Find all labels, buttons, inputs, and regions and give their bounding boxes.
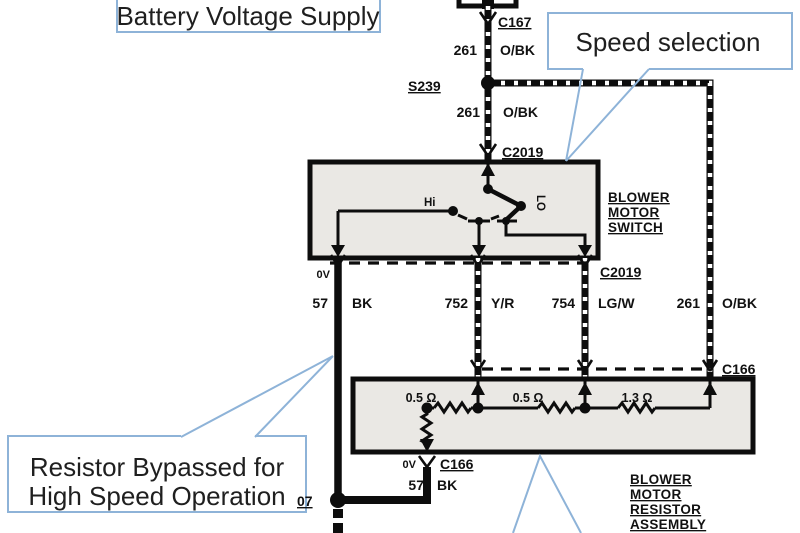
voltage-0v-top: 0V [317,269,331,281]
wire-261-feed [456,0,714,379]
resistor-element-1 [432,400,473,415]
fuse-box-tab [482,0,494,9]
voltage-0v-bottom: 0V [403,459,417,471]
wire-261-right-run-hatch [488,80,713,379]
resistor-name-line1: BLOWER [630,472,692,487]
wire-261-top-num: 261 [454,42,478,58]
battery-callout-text: Battery Voltage Supply [116,1,379,31]
wire-57-color: BK [352,295,372,311]
resistor-name-line4: ASSEMBLY [630,517,706,532]
switch-name-line1: BLOWER [608,190,670,205]
connector-c2019-bottom-label: C2019 [600,264,641,280]
connector-c166-row-symbols [469,359,719,372]
wire-continuation-dash-1 [333,509,343,518]
med-exit-arrow [472,245,486,257]
lo-label: LO [534,195,546,211]
resistor-entry-arrow-752 [471,382,485,395]
med-contact-dot [475,217,483,225]
connector-c166-bottom-label: C166 [440,456,474,472]
wire-754-num: 754 [552,295,576,311]
lo-exit-arrow [578,245,592,257]
wire-261-right-color: O/BK [722,295,757,311]
resistor-value-3: 1.3 Ω [622,391,653,405]
wire-752-num: 752 [445,295,469,311]
entry-arrow-up [481,163,495,176]
connector-c166-bottom-symbol [417,455,437,468]
wire-261-mid-color: O/BK [503,104,538,120]
diagram-labels: C167 261 O/BK S239 261 O/BK C2019 0V C20… [312,14,757,493]
connector-c167-label: C167 [498,14,532,30]
speed-callout-pointer [565,68,650,162]
resistor-entry-arrow-754 [578,382,592,395]
wire-752-color: Y/R [491,295,514,311]
speed-callout-text: Speed selection [575,27,760,57]
wiper-alt-position-dashes [457,213,500,221]
wire-continuation-dash-2 [333,523,343,533]
connector-c2019-top-label: C2019 [502,144,543,160]
connector-c2019-symbol [478,143,498,157]
switch-name-line2: MOTOR [608,205,660,220]
callout-speed-selection: Speed selection [547,12,793,162]
splice-s239-dot [481,76,495,90]
connector-symbols-top [478,11,498,157]
connector-c167-symbol [478,11,498,25]
resistor-element-2 [536,400,577,415]
wire-261-mid-num: 261 [457,104,481,120]
resistor-name-line2: MOTOR [630,487,682,502]
wire-261-top-color: O/BK [500,42,535,58]
wire-57-bottom [338,467,431,504]
hi-contact-dot [448,206,458,216]
hi-label: Hi [424,197,436,209]
resistor-exit-arrow [420,439,434,452]
splice-bottom-label: 07 [297,493,313,509]
speed-callout-box [547,12,793,70]
bypass-callout-text-line2: High Speed Operation [28,481,285,511]
resistor-value-1: 0.5 Ω [406,391,437,405]
wire-57-bottom-color: BK [437,477,457,493]
splice-junction-dot [330,492,346,508]
lo-contact-dot [516,201,526,211]
component-name-labels: BLOWER MOTOR SWITCH BLOWER MOTOR RESISTO… [608,190,706,532]
battery-callout-box [116,0,381,33]
bottom-callout-pointer [512,453,582,533]
blower-motor-resistor-box: 0.5 Ω 0.5 Ω 1.3 Ω [350,376,756,455]
ground-return [330,455,437,533]
bypass-callout-text-line1: Resistor Bypassed for [30,452,285,482]
blower-motor-switch-box: Hi LO [307,159,601,261]
connector-c2019-row-symbols [329,254,594,267]
callout-battery-voltage-supply: Battery Voltage Supply [116,0,381,33]
resistor-element-3 [616,400,657,415]
wire-261-right-num: 261 [677,295,701,311]
switch-output-wires [329,254,719,500]
wire-754-color: LG/W [598,295,635,311]
wire-57-bottom-num: 57 [408,477,424,493]
connector-c166-right-label: C166 [722,361,756,377]
hi-exit-arrow [331,245,345,257]
wire-57-num: 57 [312,295,328,311]
bypass-callout-pointer [180,355,334,438]
resistor-value-2: 0.5 Ω [513,391,544,405]
switch-name-line3: SWITCH [608,220,663,235]
splice-s239-label: S239 [408,78,441,94]
bypass-callout-box [7,435,307,513]
callout-resistor-bypassed: Resistor Bypassed for High Speed Operati… [7,355,334,513]
resistor-name-line3: RESISTOR [630,502,701,517]
resistor-outline [350,376,756,455]
resistor-entry-arrow-261 [703,382,717,395]
